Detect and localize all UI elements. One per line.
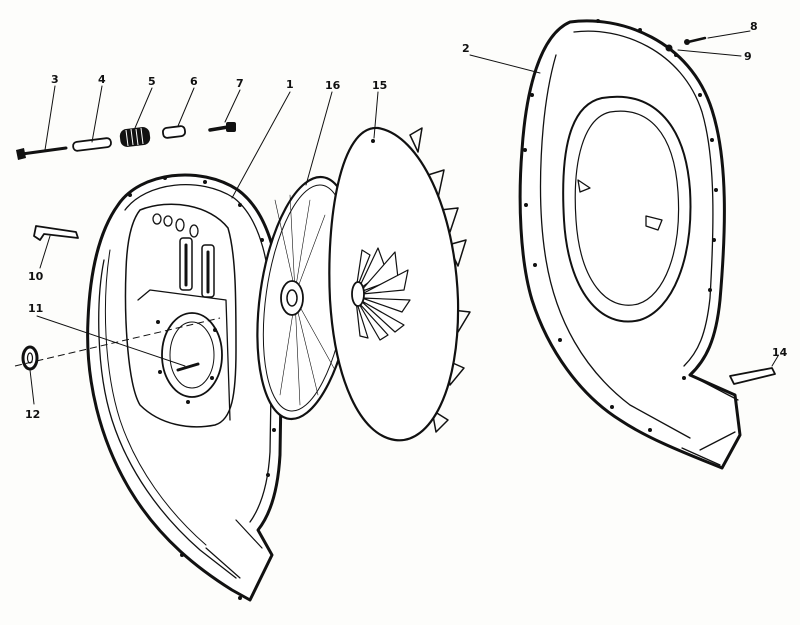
part-11-stud xyxy=(176,362,200,372)
part-5-spring xyxy=(119,127,151,147)
callout-2: 2 xyxy=(462,42,470,55)
part-7-screw xyxy=(208,122,236,132)
callout-3: 3 xyxy=(51,73,59,86)
part-1-front-housing xyxy=(86,173,284,602)
part-4-sleeve xyxy=(72,137,112,152)
part-14-bracket xyxy=(729,367,776,385)
callout-11: 11 xyxy=(28,302,43,315)
callout-10: 10 xyxy=(28,270,44,283)
callout-9: 9 xyxy=(744,50,752,63)
part-8-screw xyxy=(684,36,707,45)
part-2-rear-housing xyxy=(518,19,742,470)
callout-labels: 1 2 3 4 5 6 7 8 9 10 11 12 14 15 16 xyxy=(25,20,788,421)
callout-4: 4 xyxy=(98,73,106,86)
part-6-bushing xyxy=(162,125,186,139)
assembly-axis-line xyxy=(14,317,221,367)
callout-1: 1 xyxy=(286,78,294,91)
callout-6: 6 xyxy=(190,75,198,88)
callout-14: 14 xyxy=(772,346,788,359)
part-3-bolt xyxy=(16,146,68,160)
callout-7: 7 xyxy=(236,77,244,90)
callout-8: 8 xyxy=(750,20,758,33)
part-12-washer xyxy=(21,345,39,371)
leader-lines xyxy=(29,30,779,405)
callout-16: 16 xyxy=(325,79,341,92)
part-15-impeller xyxy=(328,126,471,442)
part-10-bracket xyxy=(33,225,79,241)
part-9-washer xyxy=(665,44,673,52)
callout-5: 5 xyxy=(148,75,156,88)
callout-12: 12 xyxy=(25,408,40,421)
callout-15: 15 xyxy=(372,79,387,92)
